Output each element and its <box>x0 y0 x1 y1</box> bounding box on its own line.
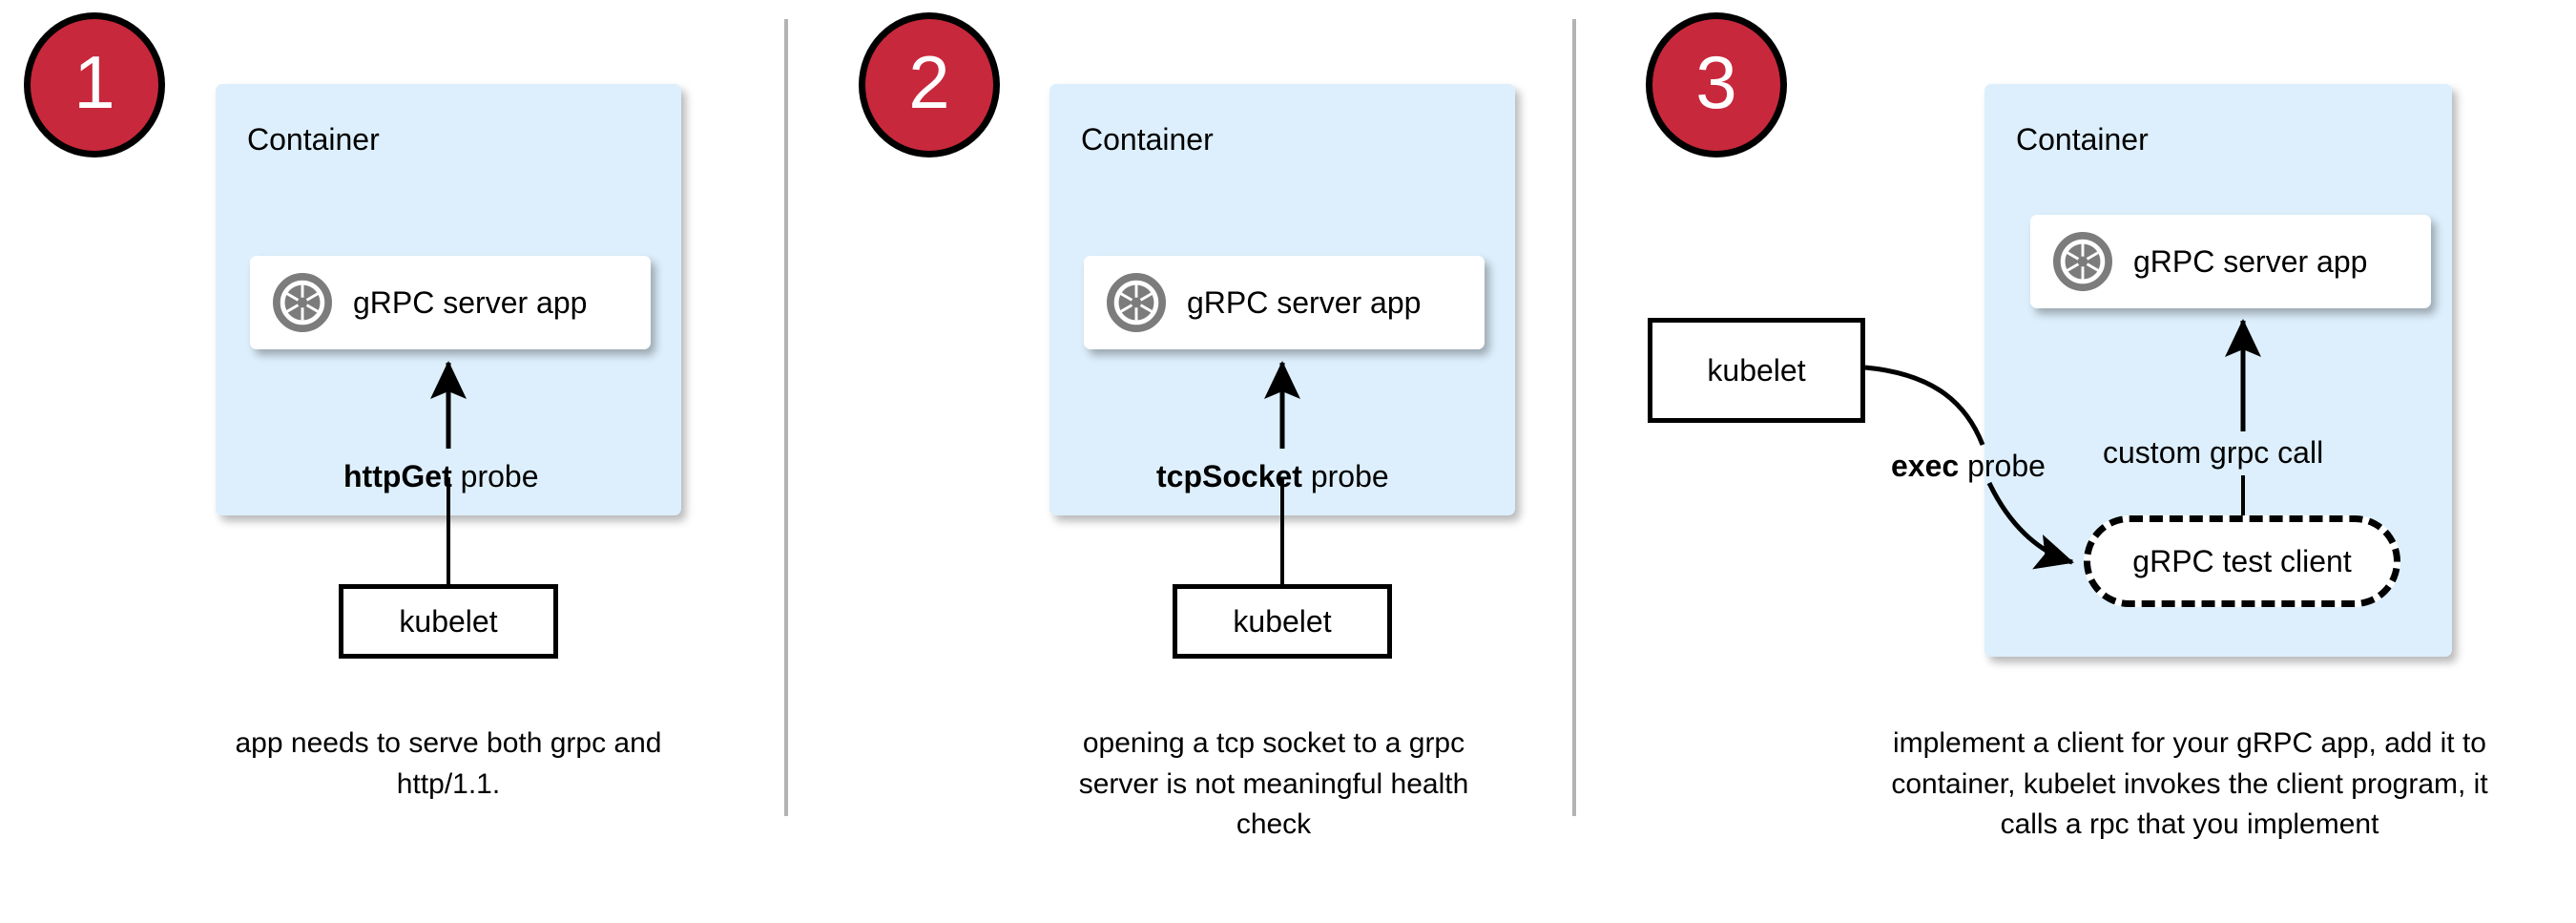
step-number-1: 1 <box>73 40 115 124</box>
probe-label-rest-3: probe <box>1959 449 2046 483</box>
grpc-server-app-card-3: gRPC server app <box>2030 215 2431 308</box>
panel-divider-2 <box>1572 19 1576 816</box>
kubelet-label-3: kubelet <box>1707 353 1806 388</box>
probe-label-bold-1: httpGet <box>343 459 452 493</box>
step-badge-1: 1 <box>24 12 165 157</box>
grpc-icon <box>1107 273 1166 332</box>
step-badge-2: 2 <box>859 12 1000 157</box>
grpc-test-client-label: gRPC test client <box>2132 544 2352 578</box>
container-label-2: Container <box>1081 122 1214 157</box>
grpc-server-app-label-3: gRPC server app <box>2133 244 2368 279</box>
probe-label-rest-1: probe <box>451 459 539 493</box>
step-number-3: 3 <box>1695 40 1737 124</box>
kubelet-label-2: kubelet <box>1233 604 1332 639</box>
container-label-1: Container <box>247 122 380 157</box>
grpc-server-app-label-1: gRPC server app <box>353 285 588 320</box>
kubelet-label-1: kubelet <box>399 604 498 639</box>
custom-grpc-call-label: custom grpc call <box>2103 435 2324 470</box>
probe-label-rest-2: probe <box>1301 459 1389 493</box>
container-label-3: Container <box>2016 122 2149 157</box>
grpc-server-app-card-1: gRPC server app <box>250 256 651 349</box>
probe-label-2: tcpSocket probe <box>1156 461 1389 492</box>
grpc-test-client-box: gRPC test client <box>2084 515 2400 607</box>
grpc-server-app-card-2: gRPC server app <box>1084 256 1485 349</box>
panel-caption-3: implement a client for your gRPC app, ad… <box>1891 727 2488 841</box>
kubelet-box-2: kubelet <box>1173 584 1392 659</box>
grpc-server-app-label-2: gRPC server app <box>1187 285 1422 320</box>
probe-label-1: httpGet probe <box>343 461 538 492</box>
kubelet-box-1: kubelet <box>339 584 558 659</box>
probe-label-bold-2: tcpSocket <box>1156 459 1302 493</box>
panel-caption-2: opening a tcp socket to a grpc server is… <box>1078 727 1469 841</box>
panel-divider-1 <box>784 19 788 816</box>
exec-probe-label-3: exec probe <box>1891 451 2046 481</box>
grpc-icon <box>273 273 332 332</box>
kubelet-box-3: kubelet <box>1648 318 1865 423</box>
panel-caption-1: app needs to serve both grpc and http/1.… <box>235 727 662 800</box>
step-badge-3: 3 <box>1646 12 1787 157</box>
grpc-icon <box>2053 232 2112 291</box>
step-number-2: 2 <box>908 40 950 124</box>
probe-label-bold-3: exec <box>1891 449 1960 483</box>
